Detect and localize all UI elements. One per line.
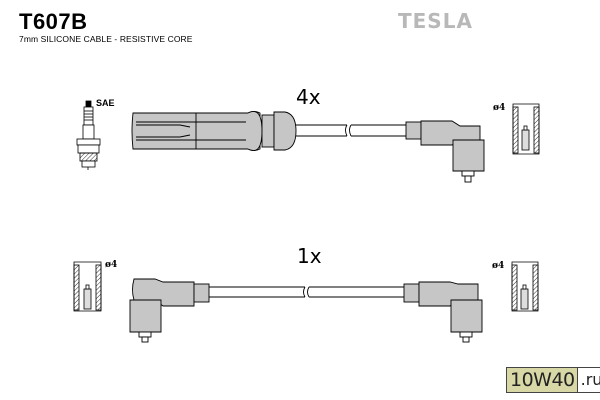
terminal-cap-icon — [511, 261, 539, 312]
cable-4x — [76, 100, 540, 183]
distributor-boot-angled — [405, 120, 485, 183]
cable-wire — [296, 124, 406, 137]
cable-wire — [209, 286, 404, 298]
distributor-boot-angled — [403, 281, 483, 343]
spark-plug-boot — [131, 111, 297, 151]
diameter-label: ø4 — [492, 261, 505, 271]
cable-description: 7mm SILICONE CABLE - RESISTIVE CORE — [19, 34, 193, 44]
coil-boot-angled — [129, 278, 210, 343]
quantity-label: 1x — [297, 244, 322, 268]
watermark-logo: 10W40 .ru — [506, 367, 600, 393]
part-number: T607B — [19, 9, 88, 34]
spark-plug-icon — [76, 100, 101, 170]
terminal-cap-icon — [73, 261, 102, 312]
cable-1x — [73, 261, 539, 343]
watermark-left: 10W40 — [507, 368, 577, 392]
diameter-label: ø4 — [493, 103, 506, 113]
diameter-label: ø4 — [105, 260, 118, 270]
brand-logo: TESLA — [398, 9, 473, 33]
terminal-cap-icon — [512, 103, 540, 155]
watermark-right: .ru — [576, 368, 600, 392]
quantity-label: 4x — [296, 85, 321, 109]
sae-label: SAE — [96, 98, 115, 108]
